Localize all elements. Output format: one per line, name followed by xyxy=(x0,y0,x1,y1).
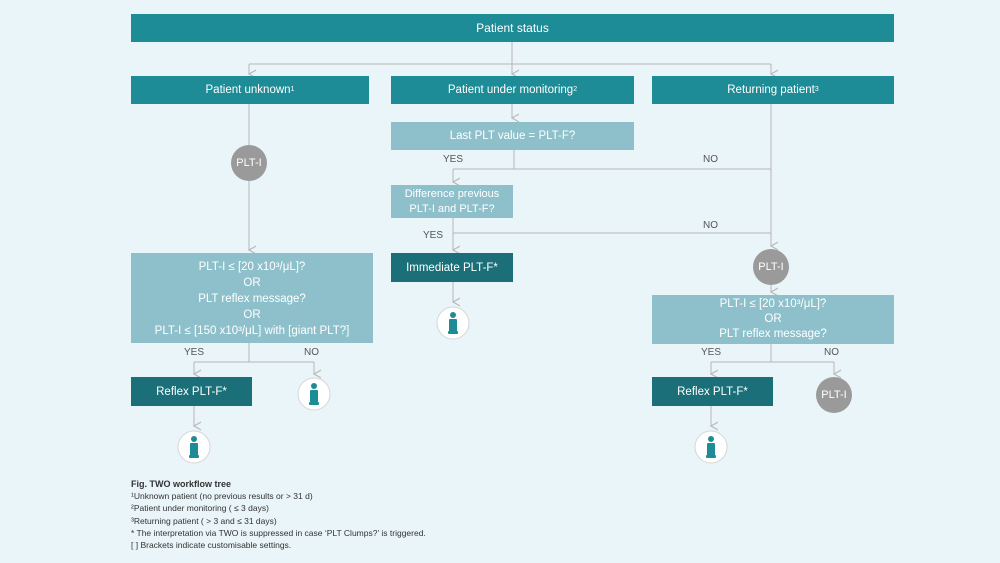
criteria-line: OR xyxy=(764,313,782,325)
info-icon xyxy=(694,430,728,464)
criteria-line: PLT reflex message? xyxy=(198,293,306,305)
legend-note: ²Patient under monitoring ( ≤ 3 days) xyxy=(131,503,269,514)
patient-status-label: Patient status xyxy=(476,21,549,35)
yes-label: YES xyxy=(701,347,722,358)
legend-note: [ ] Brackets indicate customisable setti… xyxy=(131,540,292,551)
patient-unknown-label: Patient unknown xyxy=(205,84,291,96)
plt-i-circle-right: PLT-I xyxy=(753,249,789,285)
yes-label: YES xyxy=(443,154,464,165)
legend-note: ³Returning patient ( > 3 and ≤ 31 days) xyxy=(131,515,277,526)
difference-line: Difference previous xyxy=(404,187,500,200)
legend-title: Fig. TWO workflow tree xyxy=(131,479,232,489)
difference-line: PLT-I and PLT-F? xyxy=(409,202,495,215)
reflex-plt-f-label: Reflex PLT-F* xyxy=(156,385,227,398)
info-icon xyxy=(177,430,211,464)
criteria-line: PLT-I ≤ [20 x10³/μL]? xyxy=(719,298,827,310)
no-label: NO xyxy=(304,347,319,358)
criteria-line: OR xyxy=(243,277,261,289)
no-label: NO xyxy=(703,220,718,231)
immediate-plt-f-box: Immediate PLT-F* xyxy=(391,253,513,282)
reflex-plt-f-box-right: Reflex PLT-F* xyxy=(652,377,773,406)
right-criteria-box: PLT-I ≤ [20 x10³/μL]? OR PLT reflex mess… xyxy=(652,295,894,344)
criteria-line: OR xyxy=(243,309,261,321)
criteria-line: PLT-I ≤ [150 x10³/μL] with [giant PLT?] xyxy=(154,325,350,337)
patient-status-box: Patient status xyxy=(131,14,894,42)
criteria-line: PLT-I ≤ [20 x10³/μL]? xyxy=(198,261,306,273)
legend: Fig. TWO workflow tree ¹Unknown patient … xyxy=(131,478,426,551)
difference-box: Difference previous PLT-I and PLT-F? xyxy=(391,185,513,218)
criteria-line: PLT reflex message? xyxy=(719,328,827,340)
legend-note: * The interpretation via TWO is suppress… xyxy=(131,527,426,538)
patient-monitoring-label: Patient under monitoring xyxy=(447,84,574,96)
yes-label: YES xyxy=(423,230,444,241)
plt-i-label: PLT-I xyxy=(236,157,262,169)
info-icon xyxy=(436,306,470,340)
no-label: NO xyxy=(824,347,839,358)
plt-i-label: PLT-I xyxy=(758,261,784,273)
last-plt-value-label: Last PLT value = PLT-F? xyxy=(449,130,576,142)
plt-i-label: PLT-I xyxy=(821,389,847,401)
no-label: NO xyxy=(703,154,718,165)
reflex-plt-f-label: Reflex PLT-F* xyxy=(677,385,748,398)
left-criteria-box: PLT-I ≤ [20 x10³/μL]? OR PLT reflex mess… xyxy=(131,253,373,343)
info-icon xyxy=(297,377,331,411)
legend-note: ¹Unknown patient (no previous results or… xyxy=(131,491,313,502)
last-plt-value-box: Last PLT value = PLT-F? xyxy=(391,122,634,150)
returning-patient-label: Returning patient xyxy=(727,84,815,96)
immediate-plt-f-label: Immediate PLT-F* xyxy=(406,261,498,274)
plt-i-circle-bottom-right: PLT-I xyxy=(816,377,852,413)
plt-i-circle-left: PLT-I xyxy=(231,145,267,181)
reflex-plt-f-box-left: Reflex PLT-F* xyxy=(131,377,252,406)
yes-label: YES xyxy=(184,347,205,358)
